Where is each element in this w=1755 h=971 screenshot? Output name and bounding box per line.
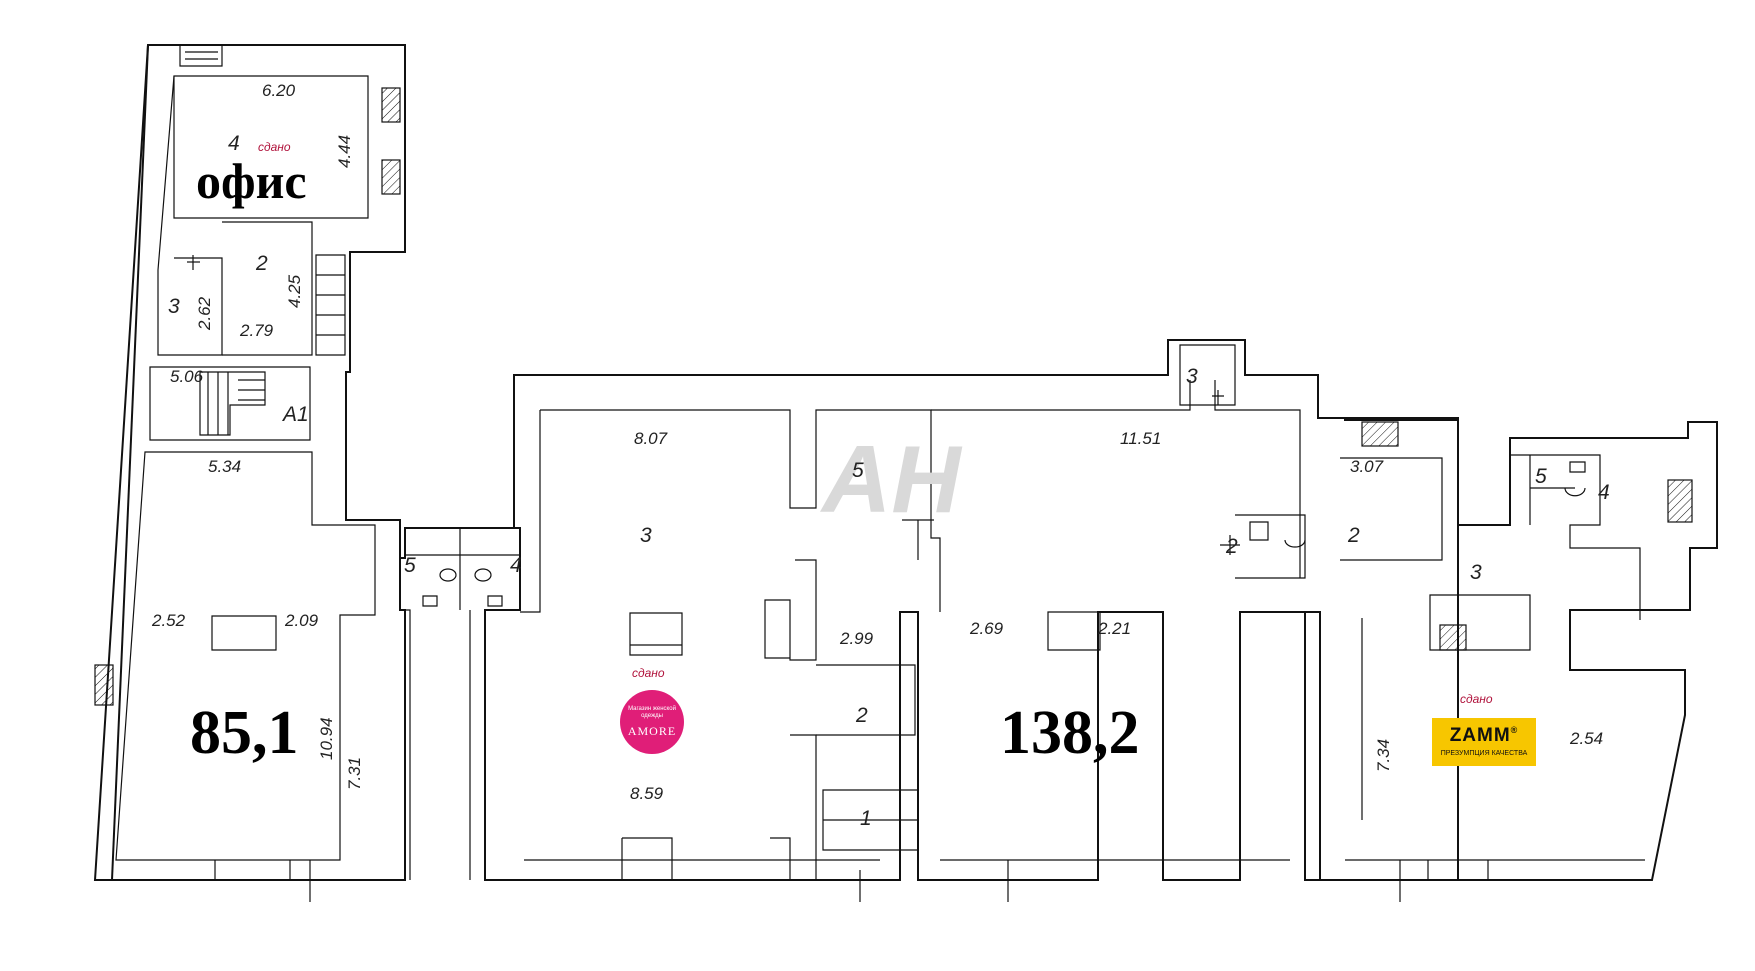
dim-room2-width: 2.79 xyxy=(240,321,274,340)
room-number-right-3: 3 xyxy=(1470,561,1482,584)
room-number-wc-right: 4 xyxy=(510,554,522,577)
dim-right-depth: 7.34 xyxy=(1374,738,1393,772)
dim-room2-height: 4.25 xyxy=(285,274,304,308)
zamm-wordmark: ZAMM xyxy=(1449,725,1511,746)
dim-center-top: 11.51 xyxy=(1120,429,1162,448)
right-inner-hatch xyxy=(1439,624,1467,651)
dim-center-window-a: 2.69 xyxy=(970,619,1004,638)
dim-center-window-b: 2.21 xyxy=(1098,619,1132,638)
right-top-hatch xyxy=(1361,421,1399,447)
dim-stair-width: 5.06 xyxy=(170,367,204,386)
room-number-left-3: 3 xyxy=(168,295,180,318)
left-side-hatch xyxy=(94,664,114,706)
left-block-walls xyxy=(93,44,406,902)
room-number-mid-main: 3 xyxy=(640,524,652,547)
left-window-hatch-2 xyxy=(381,159,401,195)
dim-left-top: 5.34 xyxy=(208,457,242,476)
dim-right-side: 2.54 xyxy=(1570,729,1604,748)
right-side-hatch xyxy=(1667,479,1693,523)
office-label: офис xyxy=(196,153,307,209)
amore-name: AMORE xyxy=(627,724,677,738)
zamm-registered-mark: ® xyxy=(1510,725,1519,735)
room-number-right-5: 5 xyxy=(1535,465,1547,488)
area-center-label: 138,2 xyxy=(1000,699,1140,767)
amore-tagline: Магазин женской одежды xyxy=(628,706,676,719)
room-number-mid-small: 5 xyxy=(852,459,864,482)
room-number-right-2: 2 xyxy=(1348,524,1360,547)
room-number-right-4: 4 xyxy=(1598,481,1610,504)
dim-left-depth: 10.94 xyxy=(317,717,336,760)
dim-room3-height: 2.62 xyxy=(195,296,214,330)
dim-mid-top: 8.07 xyxy=(634,429,668,448)
dim-office-height: 4.44 xyxy=(335,134,354,168)
rented-zamm-label: сдано xyxy=(1460,692,1493,706)
wc-connector-walls xyxy=(400,527,521,880)
dim-left-window-a: 2.52 xyxy=(152,611,186,630)
room-number-center-top: 3 xyxy=(1186,365,1198,388)
dim-mid-small: 2.99 xyxy=(840,629,874,648)
room-number-mid-2: 2 xyxy=(856,704,868,727)
middle-block-walls xyxy=(484,339,1459,902)
rented-amore-label: сдано xyxy=(632,666,665,680)
left-window-hatch-1 xyxy=(381,87,401,123)
agency-watermark: АН xyxy=(822,426,961,533)
dim-left-window-b: 2.09 xyxy=(285,611,319,630)
room-number-center-wc: 2 xyxy=(1226,535,1238,558)
dim-right-top: 3.07 xyxy=(1350,457,1384,476)
rented-office-label: сдано xyxy=(258,140,291,154)
zamm-logo: ZAMM® ПРЕЗУМПЦИЯ КАЧЕСТВА xyxy=(1432,718,1536,766)
room-number-left-2: 2 xyxy=(256,252,268,275)
room-number-mid-1: 1 xyxy=(860,807,872,830)
zamm-tagline: ПРЕЗУМПЦИЯ КАЧЕСТВА xyxy=(1440,750,1528,757)
dim-office-width: 6.20 xyxy=(262,81,296,100)
dim-mid-bottom: 8.59 xyxy=(630,784,664,803)
room-number-left-office: 4 xyxy=(228,132,240,155)
room-number-left-stair: A1 xyxy=(283,403,309,426)
zamm-name: ZAMM® xyxy=(1432,718,1536,747)
area-left-label: 85,1 xyxy=(190,699,299,767)
room-number-wc-left: 5 xyxy=(404,554,416,577)
amore-logo: Магазин женской одежды AMORE xyxy=(620,690,684,754)
right-block-walls xyxy=(1300,417,1718,902)
dim-left-depth-2: 7.31 xyxy=(345,756,364,790)
